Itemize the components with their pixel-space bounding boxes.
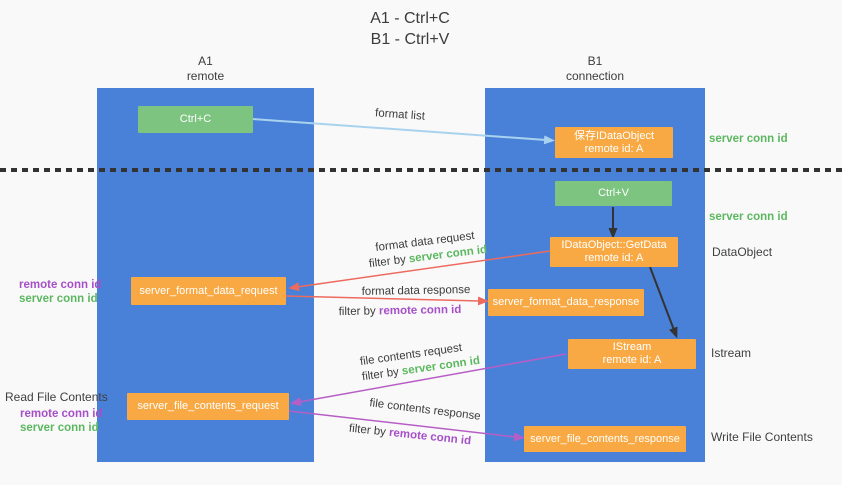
write-file-contents-annotation: Write File Contents bbox=[711, 430, 813, 444]
node-ctrl-c: Ctrl+C bbox=[138, 106, 253, 133]
file-response-label: server_file_contents_response bbox=[530, 432, 680, 445]
ctrl-c-label: Ctrl+C bbox=[179, 113, 212, 125]
node-server-file-contents-request: server_file_contents_request bbox=[127, 393, 289, 420]
istream-annotation: Istream bbox=[711, 346, 752, 360]
server-conn-id-annotation: server conn id bbox=[20, 422, 99, 434]
column-a1-subtitle: remote bbox=[186, 69, 225, 83]
node-server-format-data-request: server_format_data_request bbox=[131, 277, 286, 305]
node-save-idataobject: 保存IDataObject remote id: A bbox=[555, 127, 673, 158]
filter-by-remote-conn-id-label-1: filter by remote conn id bbox=[339, 304, 462, 318]
file-request-label: server_file_contents_request bbox=[137, 400, 279, 412]
node-server-file-contents-response: server_file_contents_response bbox=[524, 426, 686, 452]
istream-line1: IStream bbox=[612, 341, 652, 353]
getdata-line2: remote id: A bbox=[584, 252, 644, 264]
node-istream: IStream remote id: A bbox=[568, 339, 696, 369]
filter-by-remote-conn-id-label-2: filter by remote conn id bbox=[348, 423, 471, 448]
save-idataobject-line2: remote id: A bbox=[584, 142, 644, 155]
node-ctrl-v: Ctrl+V bbox=[555, 181, 672, 206]
column-b1-subtitle: connection bbox=[565, 69, 625, 83]
remote-conn-id-annotation: remote conn id bbox=[20, 408, 103, 420]
remote-conn-id-keyword: remote conn id bbox=[378, 303, 462, 318]
filter-by-text: filter by bbox=[348, 422, 387, 439]
format-data-response-label: format data response bbox=[361, 284, 471, 298]
server-conn-id-annotation-top: server conn id bbox=[709, 133, 788, 145]
file-contents-response-label: file contents response bbox=[368, 397, 482, 423]
remote-conn-id-keyword: remote conn id bbox=[388, 426, 472, 448]
column-b1-name: B1 bbox=[587, 54, 603, 68]
getdata-line1: IDataObject::GetData bbox=[561, 239, 667, 251]
read-file-contents-annotation: Read File Contents bbox=[5, 390, 108, 404]
server-conn-id-annotation-mid: server conn id bbox=[709, 211, 788, 223]
diagram-title: A1 - Ctrl+C B1 - Ctrl+V bbox=[310, 8, 510, 50]
dataobject-annotation: DataObject bbox=[712, 245, 773, 259]
format-list-label: format list bbox=[374, 107, 426, 123]
filter-by-text: filter by bbox=[338, 305, 376, 319]
title-line-2: B1 - Ctrl+V bbox=[370, 31, 450, 48]
machine-boundary-dotted-line bbox=[0, 168, 842, 172]
server-conn-id-annotation: server conn id bbox=[19, 293, 98, 305]
format-request-label: server_format_data_request bbox=[139, 284, 278, 297]
title-line-1: A1 - Ctrl+C bbox=[370, 10, 450, 27]
column-a1-name: A1 bbox=[198, 54, 213, 68]
format-response-label: server_format_data_response bbox=[492, 296, 640, 308]
ctrl-v-label: Ctrl+V bbox=[598, 187, 629, 199]
conn-id-pair-top: remote conn id server conn id bbox=[19, 278, 101, 306]
filter-by-text: filter by bbox=[361, 366, 400, 384]
node-server-format-data-response: server_format_data_response bbox=[488, 289, 644, 316]
filter-by-text: filter by bbox=[368, 253, 407, 271]
node-idataobject-getdata: IDataObject::GetData remote id: A bbox=[550, 237, 678, 267]
conn-id-pair-bottom: remote conn id server conn id bbox=[20, 407, 102, 435]
istream-line2: remote id: A bbox=[602, 354, 662, 366]
column-header-a1: A1 remote bbox=[97, 54, 314, 84]
remote-conn-id-annotation: remote conn id bbox=[19, 279, 102, 291]
save-idataobject-line1: 保存IDataObject bbox=[573, 129, 655, 142]
column-header-b1: B1 connection bbox=[485, 54, 705, 84]
